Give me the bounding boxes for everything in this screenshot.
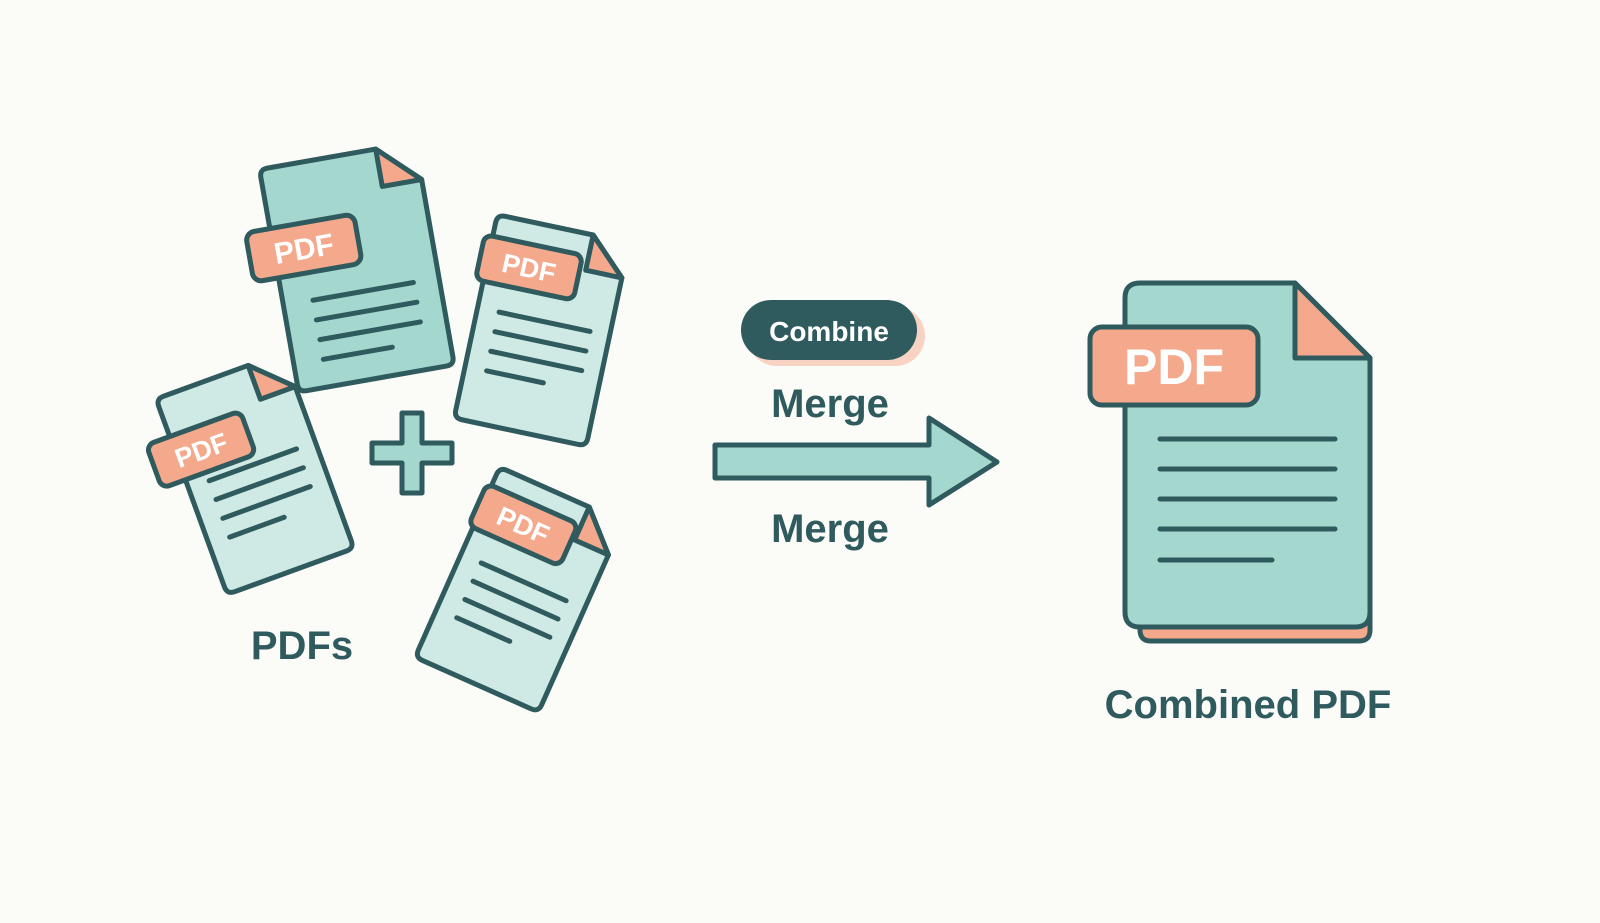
right-arrow-icon bbox=[712, 415, 1000, 508]
pdf-tag: PDF bbox=[474, 233, 584, 302]
pdf-tag: PDF bbox=[1087, 324, 1261, 408]
combine-badge-text: Combine bbox=[769, 316, 889, 347]
pdf-document-icon: PDF bbox=[145, 362, 355, 595]
output-label: Combined PDF bbox=[1105, 683, 1392, 727]
pdf-tag-text: PDF bbox=[1124, 339, 1224, 395]
pdf-tag: PDF bbox=[244, 212, 364, 284]
combined-pdf-document-icon: PDF bbox=[1087, 280, 1373, 644]
pdf-document-icon: PDF bbox=[244, 146, 456, 394]
pdf-document-icon: PDF bbox=[452, 213, 625, 448]
merge-label-top: Merge bbox=[771, 382, 889, 426]
combine-badge: Combine bbox=[741, 300, 925, 366]
pdf-tag: PDF bbox=[468, 483, 579, 567]
pdf-document-icon: PDF bbox=[414, 466, 611, 713]
plus-icon bbox=[369, 410, 455, 496]
pdf-tag: PDF bbox=[145, 410, 257, 489]
inputs-label: PDFs bbox=[251, 624, 353, 668]
merge-label-bottom: Merge bbox=[771, 507, 889, 551]
